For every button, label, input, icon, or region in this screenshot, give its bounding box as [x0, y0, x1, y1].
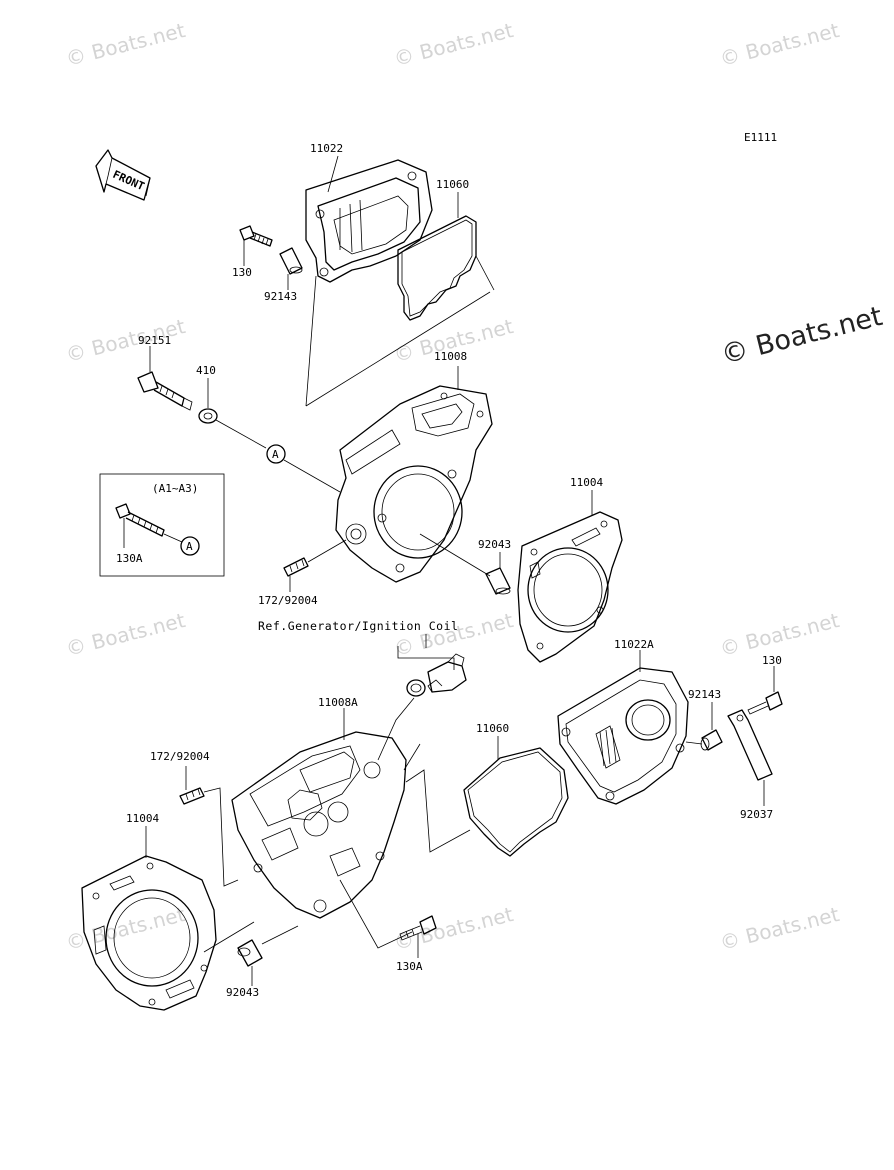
part-label-172-92004-bottom: 172/92004 [150, 750, 210, 763]
washer-410 [198, 408, 218, 424]
gasket-11060-top [397, 215, 477, 321]
watermark-text: © Boats.net [717, 18, 841, 71]
bolt-130-right [747, 691, 783, 715]
part-label-92043-bottom: 92043 [226, 986, 259, 999]
part-label-92043-top: 92043 [478, 538, 511, 551]
inset-box-a1-a3: (A1~A3) A 130A [99, 473, 225, 577]
rear-head-cover-11022A [557, 667, 689, 805]
front-arrow-icon: FRONT [95, 149, 151, 201]
diagram-code: E1111 [744, 131, 777, 144]
dowel-92143-top [279, 247, 303, 275]
stud-172-92004-bottom [179, 787, 205, 805]
callout-a-label-inset: A [186, 540, 193, 553]
sensor-assembly [406, 653, 467, 697]
rear-cylinder-head-11008A [231, 731, 407, 919]
front-arrow-label: FRONT [111, 168, 147, 193]
watermark-text: © Boats.net [391, 902, 515, 955]
watermark-text: © Boats.net [391, 608, 515, 661]
inset-box-title: (A1~A3) [152, 482, 198, 495]
part-label-11008A: 11008A [318, 696, 358, 709]
part-label-11060-bottom: 11060 [476, 722, 509, 735]
cylinder-head-cover-11022 [305, 159, 433, 283]
stud-172-92004-top [283, 557, 309, 577]
reference-note: Ref.Generator/Ignition Coil [258, 619, 458, 633]
part-label-11008: 11008 [434, 350, 467, 363]
part-label-130-top: 130 [232, 266, 252, 279]
dowel-92043-top [485, 567, 511, 595]
head-gasket-11004-left [81, 855, 217, 1011]
watermark-text: © Boats.net [717, 902, 841, 955]
part-label-11004-right: 11004 [570, 476, 603, 489]
dowel-92043-bottom [237, 939, 263, 967]
watermark-text: © Boats.net [63, 18, 187, 71]
head-gasket-11004-right [517, 511, 623, 663]
watermark-text: © Boats.net [391, 18, 515, 71]
bolt-130-top [239, 225, 273, 247]
watermark-text: © Boats.net [63, 608, 187, 661]
part-label-11004-left: 11004 [126, 812, 159, 825]
watermark-text: © Boats.net [63, 902, 187, 955]
part-label-92143-top: 92143 [264, 290, 297, 303]
part-label-410: 410 [196, 364, 216, 377]
cylinder-head-11008 [335, 385, 493, 583]
dowel-92143-right [700, 729, 723, 751]
callout-a-label: A [272, 448, 279, 461]
part-label-130A-bottom: 130A [396, 960, 423, 973]
gasket-11060-bottom [463, 747, 569, 857]
callout-a-marker: A [266, 444, 286, 464]
part-label-11022A: 11022A [614, 638, 654, 651]
part-label-92037: 92037 [740, 808, 773, 821]
part-label-130-right: 130 [762, 654, 782, 667]
part-label-92143-right: 92143 [688, 688, 721, 701]
part-label-92151: 92151 [138, 334, 171, 347]
part-label-11060-top: 11060 [436, 178, 469, 191]
part-label-172-92004-top: 172/92004 [258, 594, 318, 607]
watermark-text: © Boats.net [717, 608, 841, 661]
part-label-11022: 11022 [310, 142, 343, 155]
part-label-130A-inset: 130A [116, 552, 143, 565]
brand-mark: © Boats.net [718, 301, 885, 371]
bracket-92037 [727, 709, 773, 781]
fitting-92151 [137, 371, 193, 411]
